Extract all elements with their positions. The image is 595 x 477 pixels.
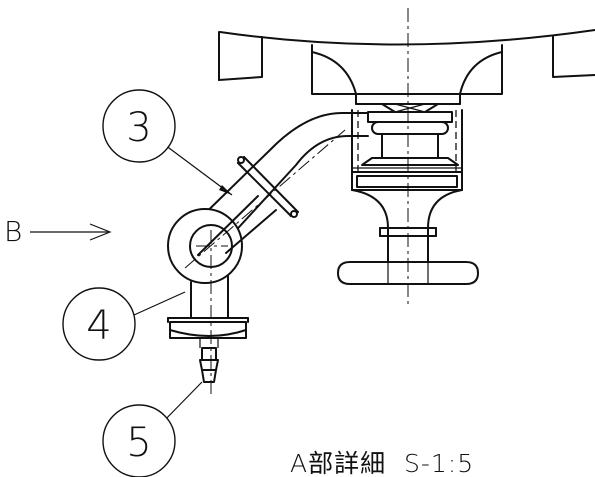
balloon-5-label: 5 bbox=[126, 420, 151, 466]
view-arrow-label: B bbox=[4, 215, 22, 248]
elbow-pipe bbox=[185, 112, 369, 251]
balloon-5: 5 bbox=[102, 381, 203, 477]
center-lines bbox=[184, 8, 409, 398]
vessel-shell bbox=[218, 29, 595, 81]
detail-title: A部詳細 S-1:5 bbox=[290, 449, 474, 477]
hose-nipple bbox=[199, 347, 219, 383]
balloon-4-label: 4 bbox=[86, 303, 111, 349]
balloon-4: 4 bbox=[62, 287, 186, 361]
view-arrow-b: B bbox=[4, 215, 112, 248]
tee-fitting bbox=[167, 195, 277, 348]
balloon-3-label: 3 bbox=[126, 105, 151, 151]
balloon-3: 3 bbox=[102, 89, 233, 196]
outlet-nozzle bbox=[311, 44, 503, 285]
